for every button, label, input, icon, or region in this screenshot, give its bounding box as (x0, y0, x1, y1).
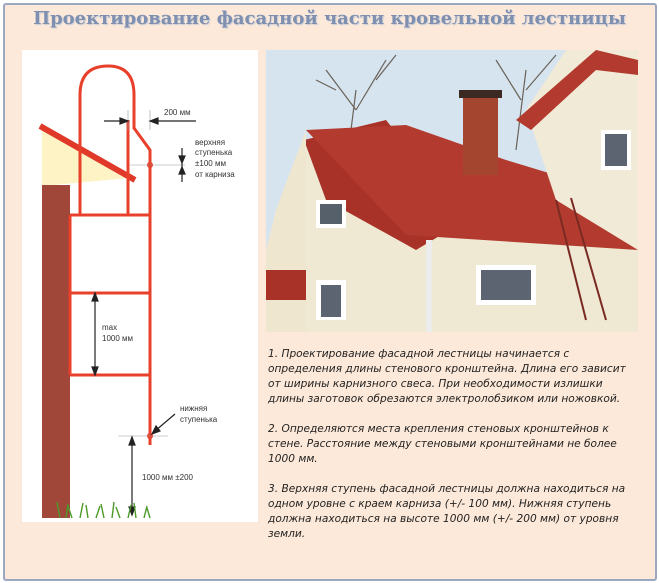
wall (42, 185, 70, 518)
instruction-paragraph: 3. Верхняя ступень фасадной лестницы дол… (268, 483, 626, 540)
label-top-step: ступенька (195, 148, 233, 157)
roof-edge (38, 123, 137, 183)
dimension-arrows (91, 117, 196, 517)
label-top-step: ±100 мм (195, 159, 226, 168)
page-title: Проектирование фасадной части кровельной… (33, 8, 626, 29)
label-top-step: верхняя (195, 138, 225, 147)
house-photo-svg (266, 50, 638, 332)
label-max: 1000 мм (102, 334, 133, 343)
guide-lines (118, 110, 185, 437)
label-bottom-step: нижняя (180, 404, 207, 413)
grass (56, 501, 151, 519)
ladder (68, 64, 152, 445)
ladder-diagram: 200 мм верхняя ступенька ±100 мм от карн… (22, 50, 258, 522)
ladder-hoop-rail (78, 64, 152, 445)
instruction-paragraph: 1. Проектирование фасадной лестницы начи… (268, 348, 626, 405)
label-bottom-step: ступенька (180, 415, 218, 424)
label-200mm: 200 мм (164, 108, 191, 117)
instructions: 1. Проектирование фасадной лестницы начи… (268, 347, 640, 557)
house-photo (266, 50, 638, 332)
ladder-diagram-svg: 200 мм верхняя ступенька ±100 мм от карн… (38, 64, 235, 519)
label-ground: 1000 мм ±200 (142, 473, 194, 482)
label-top-step: от карниза (195, 170, 235, 179)
label-max: max (102, 323, 117, 332)
instruction-paragraph: 2. Определяются места крепления стеновых… (268, 423, 617, 465)
